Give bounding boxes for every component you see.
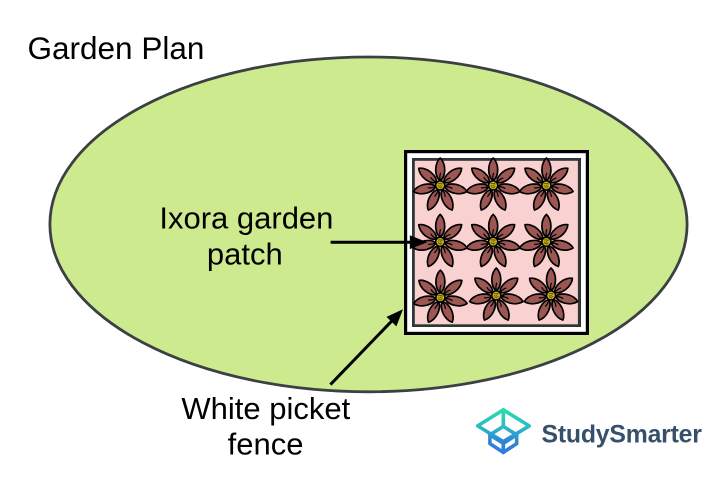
svg-text:Ixora garden: Ixora garden [159, 201, 333, 236]
svg-text:fence: fence [228, 427, 304, 462]
svg-text:Garden Plan: Garden Plan [28, 30, 205, 66]
svg-text:patch: patch [207, 237, 283, 272]
svg-text:StudySmarter: StudySmarter [542, 422, 703, 449]
svg-text:White picket: White picket [181, 391, 350, 426]
